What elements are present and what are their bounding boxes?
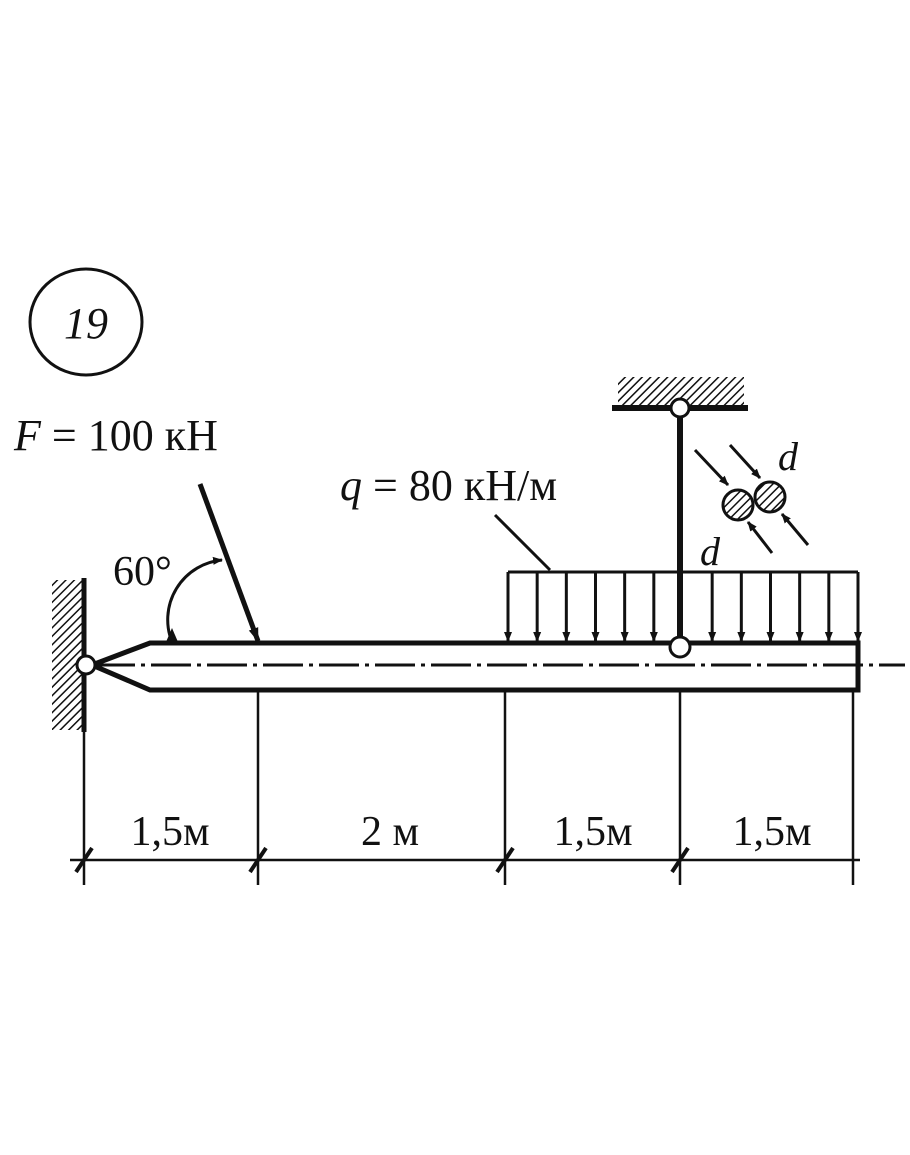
top-support (612, 377, 748, 411)
diameter-label: d (778, 434, 799, 479)
load-leader-line (493, 513, 552, 572)
load-label: q = 80 кН/м (340, 461, 557, 510)
left-pin-icon (75, 654, 97, 676)
diameter-label: d (700, 529, 721, 574)
beam (85, 640, 905, 693)
dimension-label: 1,5м (553, 809, 632, 855)
dimension-label: 1,5м (130, 809, 209, 855)
rod-pin-icon (668, 635, 692, 659)
left-wall-support (52, 578, 87, 732)
dimension-label: 2 м (361, 809, 419, 855)
problem-number: 19 (64, 299, 108, 348)
top-pin-icon (669, 397, 691, 419)
rod-cross-section: d d (693, 434, 810, 574)
dimension-lines (70, 690, 860, 885)
problem-number-badge: 19 (28, 267, 144, 377)
force-label: F = 100 кН (13, 411, 218, 460)
distributed-load (504, 570, 862, 642)
angle-label: 60° (113, 549, 172, 595)
force-arrow (197, 483, 261, 642)
dimension-label: 1,5м (732, 809, 811, 855)
angle-arc (166, 556, 223, 643)
